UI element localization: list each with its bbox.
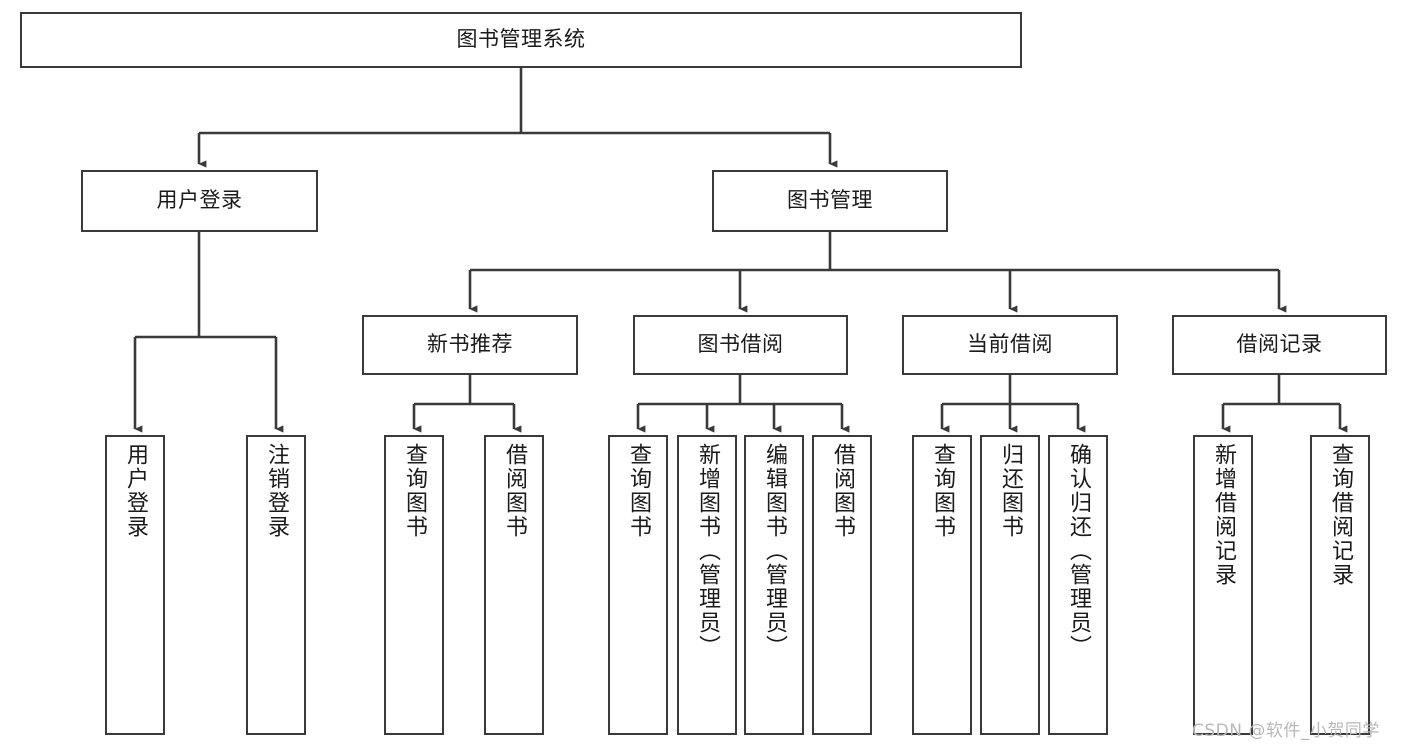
node-leaf-add-record[interactable]: 新增借阅记录 — [1193, 435, 1253, 735]
node-leaf-borrow-book-1-label: 借阅图书 — [501, 443, 527, 539]
node-leaf-borrow-book-1[interactable]: 借阅图书 — [484, 435, 544, 735]
node-leaf-query-record[interactable]: 查询借阅记录 — [1310, 435, 1370, 735]
node-leaf-query-book-2-label: 查询图书 — [625, 443, 651, 539]
csdn-watermark: CSDN @软件_小贺同学 — [1192, 716, 1380, 741]
node-leaf-add-book-label: 新增图书（管理员） — [694, 443, 720, 659]
node-new-book-recommend[interactable]: 新书推荐 — [362, 315, 578, 375]
node-borrow-record[interactable]: 借阅记录 — [1172, 315, 1387, 375]
node-book-borrow[interactable]: 图书借阅 — [633, 315, 848, 375]
node-current-borrow-label: 当前借阅 — [967, 332, 1053, 357]
node-leaf-confirm-return-label: 确认归还（管理员） — [1065, 443, 1091, 659]
node-leaf-query-book-2[interactable]: 查询图书 — [608, 435, 668, 735]
node-current-borrow[interactable]: 当前借阅 — [902, 315, 1118, 375]
node-new-book-recommend-label: 新书推荐 — [427, 332, 513, 357]
node-leaf-user-login[interactable]: 用户登录 — [105, 435, 165, 735]
node-leaf-user-login-label: 用户登录 — [122, 443, 148, 539]
node-leaf-query-book-1[interactable]: 查询图书 — [384, 435, 444, 735]
node-borrow-record-label: 借阅记录 — [1236, 332, 1323, 357]
node-leaf-return-book[interactable]: 归还图书 — [980, 435, 1040, 735]
csdn-watermark-text: CSDN @软件_小贺同学 — [1192, 721, 1380, 741]
node-leaf-borrow-book-2[interactable]: 借阅图书 — [812, 435, 872, 735]
node-leaf-query-book-1-label: 查询图书 — [401, 443, 427, 539]
node-book-manage-label: 图书管理 — [787, 188, 873, 213]
node-leaf-query-book-3-label: 查询图书 — [929, 443, 955, 539]
node-leaf-query-record-label: 查询借阅记录 — [1327, 443, 1353, 587]
node-leaf-borrow-book-2-label: 借阅图书 — [829, 443, 855, 539]
node-leaf-edit-book-label: 编辑图书（管理员） — [761, 443, 787, 659]
node-leaf-edit-book[interactable]: 编辑图书（管理员） — [744, 435, 804, 735]
node-leaf-return-book-label: 归还图书 — [997, 443, 1023, 539]
node-root-system-label: 图书管理系统 — [456, 27, 586, 52]
node-leaf-logout-login[interactable]: 注销登录 — [246, 435, 306, 735]
node-user-login-label: 用户登录 — [156, 188, 243, 213]
node-leaf-add-record-label: 新增借阅记录 — [1210, 443, 1236, 587]
node-root-system[interactable]: 图书管理系统 — [20, 12, 1022, 68]
node-leaf-add-book[interactable]: 新增图书（管理员） — [677, 435, 737, 735]
node-leaf-query-book-3[interactable]: 查询图书 — [912, 435, 972, 735]
node-book-borrow-label: 图书借阅 — [697, 332, 784, 357]
node-leaf-confirm-return[interactable]: 确认归还（管理员） — [1048, 435, 1108, 735]
node-leaf-logout-login-label: 注销登录 — [263, 443, 289, 539]
node-book-manage[interactable]: 图书管理 — [712, 170, 948, 232]
node-user-login[interactable]: 用户登录 — [81, 170, 318, 232]
